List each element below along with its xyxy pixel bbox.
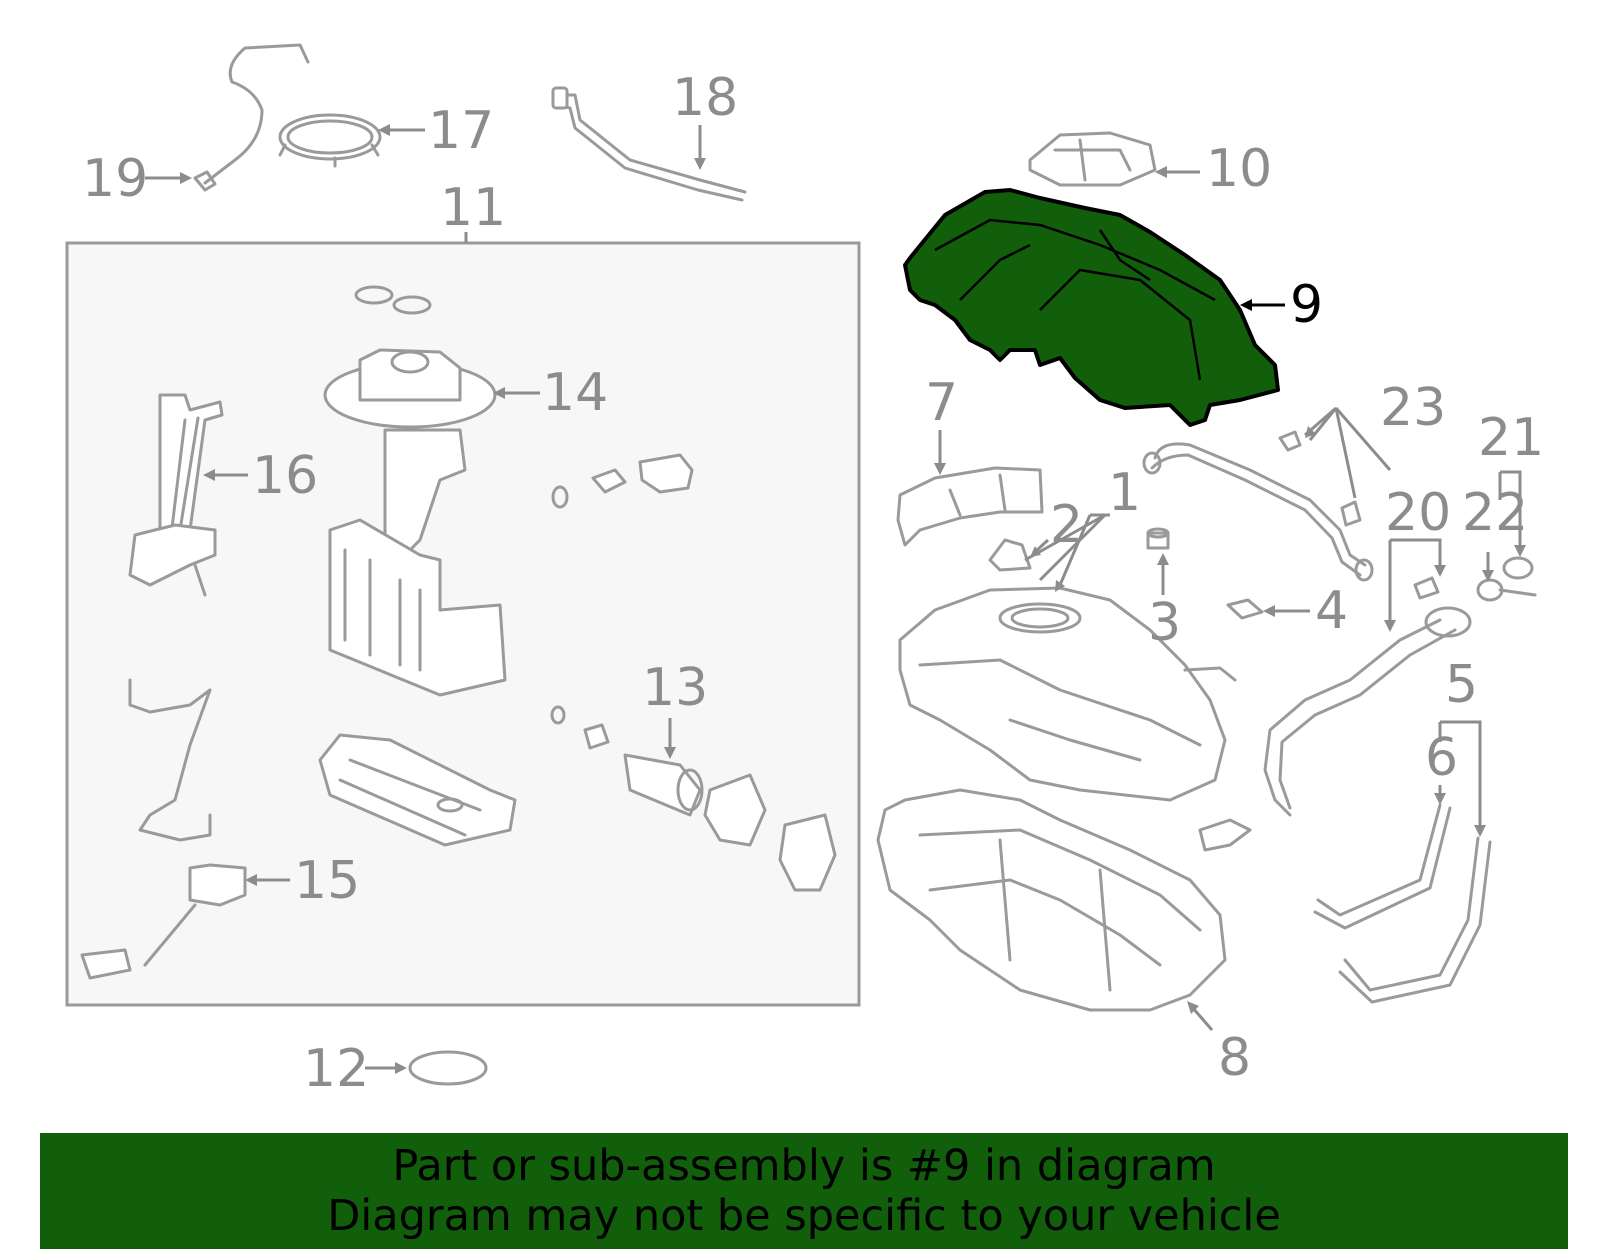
callout-15: 15	[294, 851, 360, 911]
part-18-vent-tube[interactable]	[551, 86, 747, 202]
callout-14: 14	[542, 363, 608, 423]
callout-19: 19	[82, 149, 148, 209]
part-12-o-ring[interactable]	[408, 1050, 488, 1086]
banner-line-1: Part or sub-assembly is #9 in diagram	[392, 1141, 1216, 1191]
callout-12: 12	[303, 1039, 369, 1099]
callout-10: 10	[1206, 139, 1272, 199]
callout-5: 5	[1445, 655, 1478, 715]
callout-7: 7	[925, 373, 958, 433]
callout-21: 21	[1478, 408, 1544, 468]
callout-13: 13	[642, 658, 708, 718]
callout-20: 20	[1385, 483, 1451, 543]
part-9-highlighted[interactable]	[903, 188, 1280, 427]
part-2-bracket[interactable]	[988, 538, 1032, 572]
callout-11: 11	[440, 178, 506, 238]
part-14-gaskets[interactable]	[354, 285, 432, 315]
part-22-gasket[interactable]	[1476, 578, 1537, 602]
part-20-filler-neck[interactable]	[1198, 576, 1472, 852]
callout-17: 17	[428, 101, 494, 161]
part-21-cap[interactable]	[1502, 556, 1534, 580]
callout-3: 3	[1148, 593, 1181, 653]
part-14-pump-module[interactable]	[323, 348, 507, 697]
part-23-vent-line[interactable]	[1142, 430, 1374, 582]
callout-6: 6	[1425, 728, 1458, 788]
part-13-small-parts[interactable]	[550, 453, 837, 892]
callout-23: 23	[1380, 378, 1446, 438]
part-7-heat-shield[interactable]	[896, 466, 1044, 547]
part-4-pad[interactable]	[1226, 598, 1264, 620]
part-17-lock-ring[interactable]	[278, 113, 382, 168]
part-5-strap[interactable]	[1338, 836, 1492, 1004]
part-10-cover[interactable]	[1028, 131, 1157, 187]
part-8-lower-plate[interactable]	[876, 788, 1227, 1012]
callout-22: 22	[1462, 483, 1528, 543]
part-6-strap[interactable]	[1313, 803, 1452, 930]
callout-4: 4	[1315, 581, 1348, 641]
part-1-fuel-tank[interactable]	[898, 586, 1237, 802]
part-3-cap[interactable]	[1146, 527, 1170, 550]
callout-18: 18	[672, 68, 738, 128]
part-19-harness[interactable]	[193, 43, 310, 192]
filter-tray[interactable]	[318, 733, 517, 847]
callout-2: 2	[1050, 495, 1083, 555]
callout-8: 8	[1218, 1028, 1251, 1088]
banner-line-2: Diagram may not be specific to your vehi…	[327, 1191, 1281, 1241]
callout-1: 1	[1108, 463, 1141, 523]
part-16-sender[interactable]	[128, 393, 224, 597]
callout-16: 16	[252, 446, 318, 506]
notice-banner: Part or sub-assembly is #9 in diagram Di…	[40, 1133, 1568, 1249]
part-15-level-sender[interactable]	[80, 678, 247, 980]
callout-9: 9	[1290, 275, 1323, 335]
